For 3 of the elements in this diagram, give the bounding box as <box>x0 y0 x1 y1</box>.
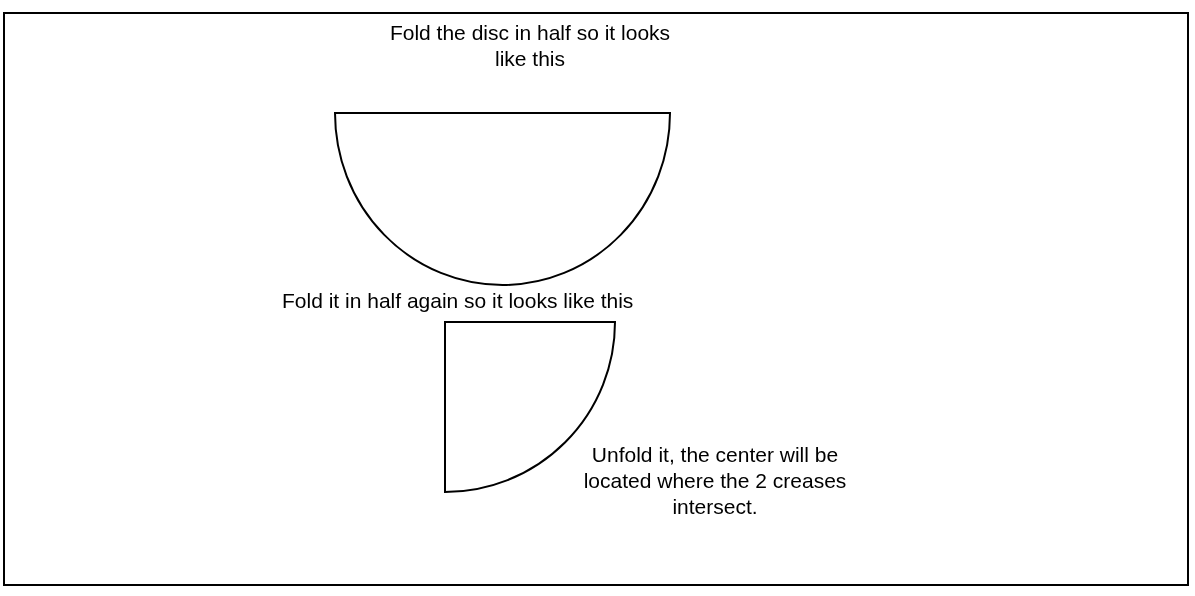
instruction-text: Unfold it, the center will be located where the 2 creases intersect. <box>582 442 848 520</box>
instruction-text: Fold the disc in half so it looks like this <box>388 20 672 72</box>
instruction-text: Fold it in half again so it looks like this <box>282 288 635 314</box>
